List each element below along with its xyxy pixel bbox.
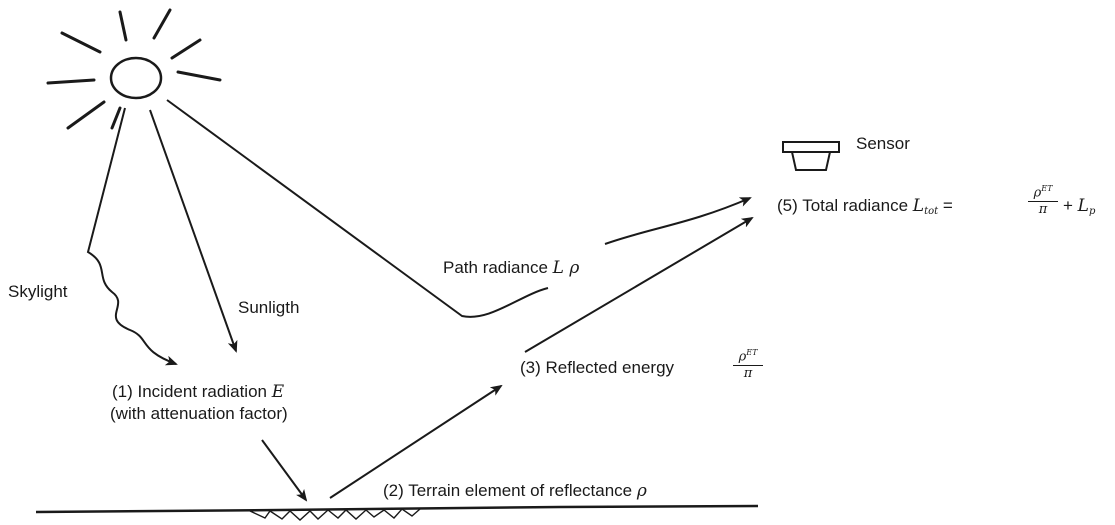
skylight-arrow <box>86 107 178 366</box>
equals-sign: = <box>942 196 953 215</box>
terrain-text: (2) Terrain element of reflectance <box>383 481 633 500</box>
total-symbol: Ltot <box>912 196 939 217</box>
reflected-fraction-numerator: ρET <box>738 348 758 365</box>
path-to-sensor-arrow <box>604 197 752 245</box>
sensor-label: Sensor <box>856 134 910 153</box>
plus-symbol: Lp <box>1077 196 1096 217</box>
path-radiance-text: Path radiance <box>443 258 548 277</box>
total-radiance-label: (5) Total radiance Ltot = <box>777 196 953 222</box>
path-radiance-symbol: L ρ <box>552 258 580 278</box>
sensor-icon <box>782 141 840 171</box>
ground-line <box>35 504 759 521</box>
sun-icon <box>46 8 222 130</box>
incident-to-terrain-arrow <box>261 439 308 502</box>
total-fraction: ρET π <box>1028 182 1058 217</box>
sunlight-label: Sunligth <box>238 298 300 317</box>
reflected-to-sensor-arrow <box>524 216 754 353</box>
sunlight-arrow <box>149 109 238 353</box>
incident-radiation-label: (1) Incident radiation E <box>112 382 284 402</box>
total-fraction-denominator: π <box>1038 202 1048 218</box>
skylight-label: Skylight <box>8 282 68 301</box>
attenuation-label: (with attenuation factor) <box>110 404 288 423</box>
reflected-energy-label: (3) Reflected energy <box>520 358 675 377</box>
incident-symbol: E <box>271 382 285 402</box>
path-radiance-line <box>166 99 549 318</box>
reflected-arrow <box>329 384 503 499</box>
path-radiance-label: Path radiance L ρ <box>443 258 579 278</box>
plus-sign: + <box>1063 196 1073 215</box>
total-plus-term: + Lp <box>1063 196 1095 222</box>
total-radiance-text: (5) Total radiance <box>777 196 909 215</box>
reflected-fraction-denominator: π <box>743 366 753 382</box>
terrain-label: (2) Terrain element of reflectance ρ <box>383 481 647 501</box>
total-fraction-numerator: ρET <box>1033 184 1053 201</box>
reflected-fraction: ρET π <box>733 346 763 381</box>
terrain-symbol: ρ <box>636 481 647 501</box>
incident-radiation-text: (1) Incident radiation <box>112 382 267 401</box>
